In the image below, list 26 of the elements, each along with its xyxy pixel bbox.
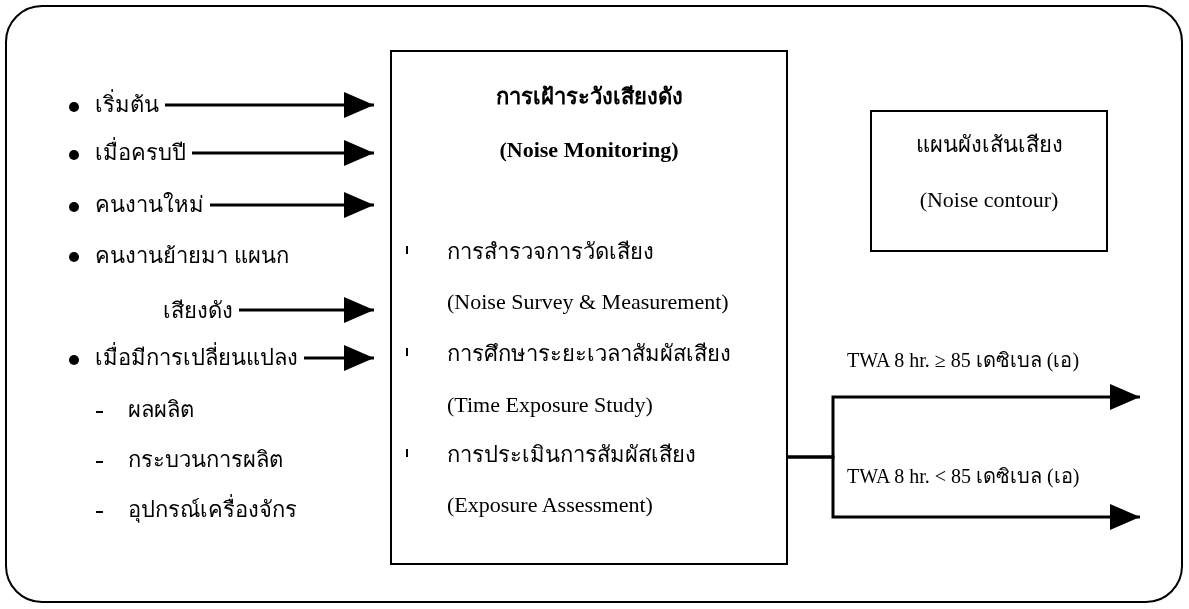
box-text: การศึกษาระยะเวลาสัมผัสเสียง [447, 340, 731, 368]
arrow [788, 455, 1140, 530]
arrow [165, 92, 374, 118]
item-text: เริ่มต้น [95, 91, 159, 119]
output-box [870, 110, 1108, 252]
box-text: (Noise Survey & Measurement) [447, 288, 729, 316]
arrow [210, 192, 374, 218]
item-text: คนงานใหม่ [95, 191, 204, 219]
item-text: เมื่อครบปี [95, 139, 186, 167]
box-heading: (Noise Monitoring) [498, 136, 680, 164]
arrow [304, 345, 374, 371]
box-text: การประเมินการสัมผัสเสียง [447, 441, 696, 469]
sub-item-text: อุปกรณ์เครื่องจักร [128, 496, 297, 524]
box-text: การสำรวจการวัดเสียง [447, 238, 654, 266]
sub-item-text: กระบวนการผลิต [128, 446, 283, 474]
arrow [239, 297, 374, 323]
sub-item-text: ผลผลิต [128, 396, 194, 424]
item-text: เมื่อมีการเปลี่ยนแปลง [95, 344, 298, 372]
box-text: (Noise contour) [918, 186, 1060, 214]
item-text: คนงานย้ายมา แผนกเสียงดัง [95, 228, 298, 338]
box-text: (Time Exposure Study) [447, 391, 653, 419]
box-heading: การเฝ้าระวังเสียงดัง [494, 83, 684, 111]
process-box [390, 50, 788, 565]
arrow [192, 140, 374, 166]
box-text: แผนผังเส้นเสียง [914, 131, 1064, 159]
box-text: (Exposure Assessment) [447, 491, 653, 519]
